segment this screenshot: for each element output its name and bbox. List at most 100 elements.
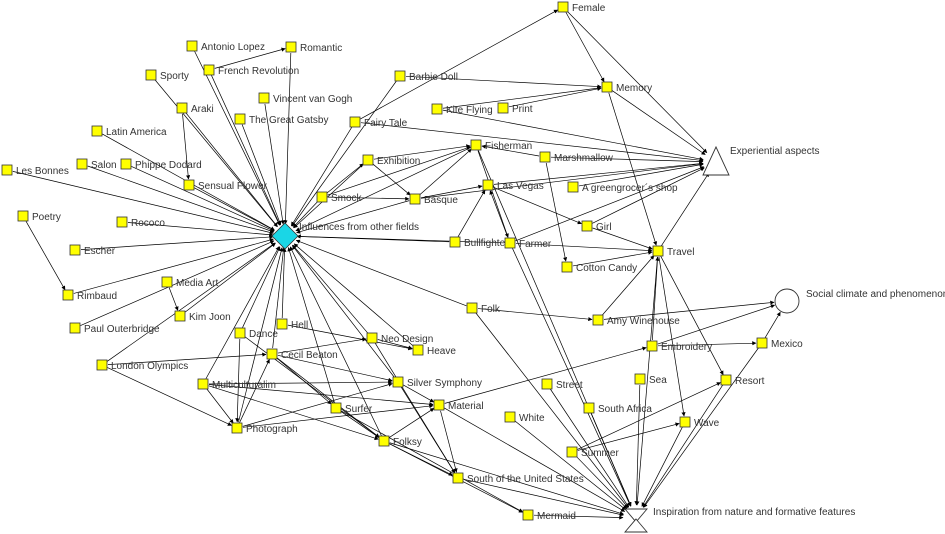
node-escher[interactable]: Escher <box>69 244 116 257</box>
node-folksy[interactable]: Folksy <box>378 435 422 448</box>
node-travel[interactable]: Travel <box>652 245 694 258</box>
node-dodard[interactable]: Phippe Dodard <box>120 158 202 171</box>
node-label-summer: Summer <box>581 448 619 459</box>
node-folk[interactable]: Folk <box>466 302 501 315</box>
node-material[interactable]: Material <box>433 399 484 412</box>
node-square-shape <box>541 378 553 390</box>
node-fairy[interactable]: Fairy Tale <box>349 116 408 129</box>
node-resort[interactable]: Resort <box>720 374 765 387</box>
node-farmer[interactable]: Farmer <box>504 237 552 250</box>
node-summer[interactable]: Summer <box>566 446 619 459</box>
edge-kite-to-exp <box>442 109 704 161</box>
edge-print-to-memory <box>508 86 602 108</box>
node-square-shape <box>583 402 595 414</box>
node-salon[interactable]: Salon <box>76 158 117 171</box>
node-sea[interactable]: Sea <box>634 373 667 386</box>
node-embroidery[interactable]: Embroidery <box>646 340 712 353</box>
node-barbie[interactable]: Barbie Doll <box>394 70 458 83</box>
node-neodesign[interactable]: Neo Design <box>366 332 433 345</box>
edge-dodard-to-hub <box>131 166 275 232</box>
node-cottoncandy[interactable]: Cotton Candy <box>561 261 637 274</box>
node-label-antonio: Antonio Lopez <box>201 42 265 53</box>
node-soc[interactable]: Social climate and phenomenon <box>774 288 945 314</box>
edge-photograph-to-hub <box>238 247 284 423</box>
node-kimjoon[interactable]: Kim Joon <box>174 310 231 323</box>
node-southus[interactable]: South of the United States <box>452 472 584 485</box>
node-label-mexico: Mexico <box>771 339 803 350</box>
node-female[interactable]: Female <box>557 1 606 14</box>
node-antonio[interactable]: Antonio Lopez <box>186 40 265 53</box>
node-exhibition[interactable]: Exhibition <box>362 154 420 167</box>
node-rimbaud[interactable]: Rimbaud <box>62 289 117 302</box>
node-greengrocer[interactable]: A greengrocer´s shop <box>567 181 678 194</box>
node-amy[interactable]: Amy Winehouse <box>592 314 680 327</box>
node-label-embroidery: Embroidery <box>661 342 712 353</box>
node-label-fairy: Fairy Tale <box>364 118 408 129</box>
node-poetry[interactable]: Poetry <box>17 210 61 223</box>
edge-sea-to-nat <box>634 384 641 506</box>
node-label-kite: Kite Flying <box>446 105 493 116</box>
node-lasvegas[interactable]: Las Vegas <box>482 179 544 192</box>
node-araki[interactable]: Araki <box>176 102 214 115</box>
node-photograph[interactable]: Photograph <box>231 422 298 435</box>
node-label-silver: Silver Symphony <box>407 378 482 389</box>
node-lesbonnes[interactable]: Les Bonnes <box>1 164 69 177</box>
node-hell[interactable]: Hell <box>276 318 308 331</box>
node-square-shape <box>482 179 494 191</box>
edge-material-to-embroidery <box>444 346 647 404</box>
node-basque[interactable]: Basque <box>409 193 458 206</box>
node-silver[interactable]: Silver Symphony <box>392 376 482 389</box>
node-square-shape <box>349 116 361 128</box>
node-dance[interactable]: Dance <box>234 327 278 340</box>
node-label-barbie: Barbie Doll <box>409 72 458 83</box>
node-hub[interactable]: Influences from other fields <box>271 222 419 250</box>
node-vangogh[interactable]: Vincent van Gogh <box>258 92 352 105</box>
node-memory[interactable]: Memory <box>601 81 652 94</box>
node-label-southus: South of the United States <box>467 474 584 485</box>
node-sporty[interactable]: Sporty <box>145 69 189 82</box>
node-romantic[interactable]: Romantic <box>285 41 342 54</box>
edge-travel-to-nat <box>635 256 658 506</box>
node-smock[interactable]: Smock <box>316 191 363 204</box>
node-square-shape <box>69 322 81 334</box>
node-multicult[interactable]: Multiculturalim <box>197 378 276 391</box>
node-mediaart[interactable]: Media Art <box>161 276 218 289</box>
edge-lasvegas-to-exp <box>493 161 704 185</box>
node-label-romantic: Romantic <box>300 43 342 54</box>
node-mermaid[interactable]: Mermaid <box>522 509 576 522</box>
node-marshmallow[interactable]: Marshmallow <box>539 151 614 164</box>
node-outerbridge[interactable]: Paul Outerbridge <box>69 322 160 335</box>
edge-folk-to-amy <box>477 308 593 322</box>
node-white[interactable]: White <box>504 411 545 424</box>
node-rococo[interactable]: Rococo <box>116 216 165 229</box>
node-nat[interactable]: Inspiration from nature and formative fe… <box>624 507 855 533</box>
node-southafrica[interactable]: South Africa <box>583 402 652 415</box>
node-kite[interactable]: Kite Flying <box>431 103 493 116</box>
node-label-rococo: Rococo <box>131 218 165 229</box>
node-heave[interactable]: Heave <box>412 344 456 357</box>
node-beaton[interactable]: Cecil Beaton <box>266 348 338 361</box>
node-surfer[interactable]: Surfer <box>330 402 373 415</box>
edge-hell-to-heave <box>287 324 413 351</box>
edge-marshmallow-to-fisherman <box>481 144 540 157</box>
node-square-shape <box>646 340 658 352</box>
node-street[interactable]: Street <box>541 378 583 391</box>
node-sensual[interactable]: Sensual Flower <box>183 179 268 192</box>
edge-dance-to-hub <box>242 246 281 328</box>
node-exp[interactable]: Experiential aspects <box>702 145 820 176</box>
node-frenchrev[interactable]: French Revolution <box>203 64 299 77</box>
node-label-outerbridge: Paul Outerbridge <box>84 324 160 335</box>
node-label-araki: Araki <box>191 104 214 115</box>
node-label-hell: Hell <box>291 320 308 331</box>
node-wave[interactable]: Wave <box>679 416 720 429</box>
node-bullfighter[interactable]: Bullfighter <box>449 236 509 249</box>
node-london[interactable]: London Olympics <box>96 359 188 372</box>
edge-travel-to-exp <box>660 172 710 247</box>
node-girl[interactable]: Girl <box>581 220 612 233</box>
node-gatsby[interactable]: The Great Gatsby <box>234 113 328 126</box>
node-fisherman[interactable]: Fisherman <box>470 139 532 152</box>
node-mexico[interactable]: Mexico <box>756 337 803 350</box>
edge-travel-to-resort <box>660 256 724 376</box>
node-print[interactable]: Print <box>497 102 533 115</box>
node-latam[interactable]: Latin America <box>91 125 167 138</box>
